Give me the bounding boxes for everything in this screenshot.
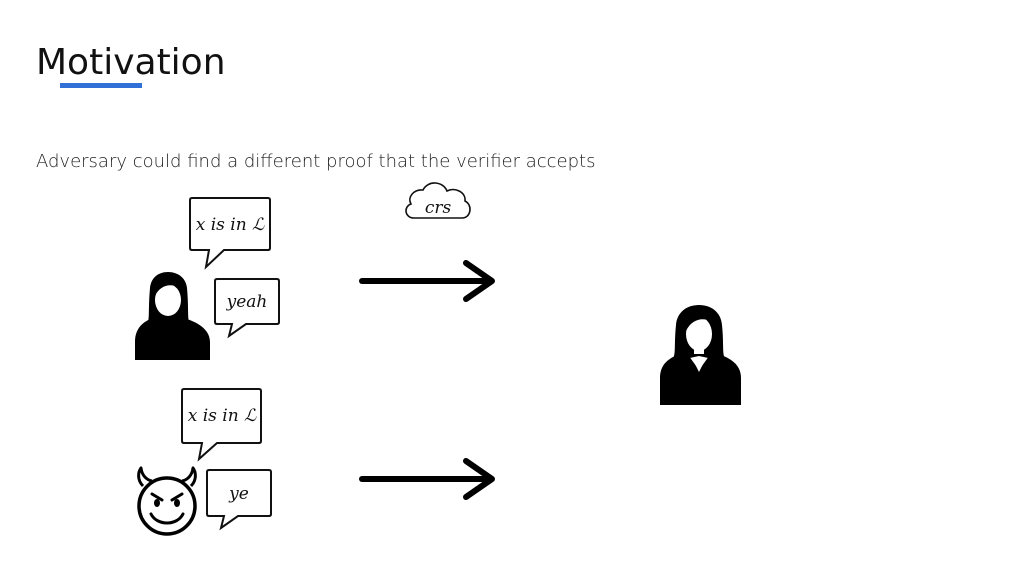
businesswoman-icon [660, 305, 741, 405]
crs-cloud: crs [405, 182, 471, 219]
honest-proof-bubble: yeah [214, 278, 280, 339]
honest-proof-text: yeah [226, 292, 268, 312]
honest-statement-text: x is in ℒ [196, 215, 265, 235]
adversary-arrow [359, 458, 495, 500]
adversary-proof-bubble: ye [206, 469, 272, 531]
slide-title: Motivation [36, 42, 226, 83]
adversary-statement-text: x is in ℒ [188, 406, 257, 426]
cloud-icon [405, 182, 471, 219]
honest-arrow [359, 260, 495, 302]
crs-label: crs [425, 198, 452, 218]
adversary-proof-text: ye [228, 484, 249, 504]
honest-statement-bubble: x is in ℒ [189, 197, 271, 270]
title-underline [60, 83, 142, 88]
devil-smiley-icon [137, 466, 197, 536]
slide-subtitle: Adversary could find a different proof t… [36, 151, 596, 172]
adversary-statement-bubble: x is in ℒ [181, 388, 262, 462]
woman-icon [135, 272, 210, 360]
